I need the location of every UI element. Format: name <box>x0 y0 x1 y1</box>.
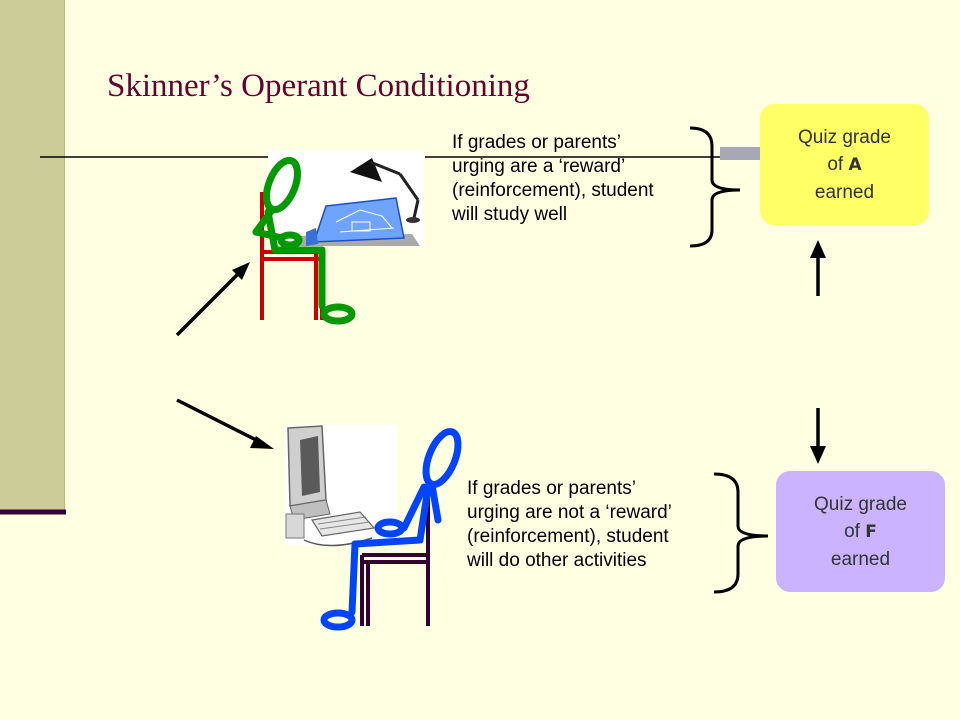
top-brace <box>689 126 741 248</box>
grade-f-prefix: Quiz grade <box>814 493 907 515</box>
grade-f-suffix: earned <box>830 548 891 570</box>
green-stick-figure <box>252 156 356 325</box>
distracted-student-figure <box>320 428 462 631</box>
bottom-brace <box>713 472 769 594</box>
grade-f-letter: F <box>865 521 877 542</box>
blue-stick-figure <box>320 428 462 631</box>
studying-student-figure <box>252 156 356 325</box>
arrow-to-grade-a <box>810 240 826 296</box>
grade-a-letter: A <box>848 154 862 175</box>
grade-f-outcome-box: Quiz grade of F earned <box>776 471 945 592</box>
branch-arrow-up <box>175 262 250 337</box>
arrow-to-grade-f <box>810 408 826 464</box>
slide-title: Skinner’s Operant Conditioning <box>107 68 530 104</box>
grade-a-prefix: Quiz grade <box>798 126 891 148</box>
grade-a-suffix: earned <box>814 181 875 203</box>
branch-arrow-down <box>176 398 274 449</box>
grade-f-of: of <box>844 520 860 542</box>
reinforcement-caption: If grades or parents’ urging are a ‘rewa… <box>452 132 654 225</box>
title-rule <box>40 147 762 160</box>
grade-a-of: of <box>827 153 844 175</box>
no-reinforcement-caption: If grades or parents’ urging are not a ‘… <box>467 478 672 571</box>
grade-a-outcome-box: Quiz grade of A earned <box>760 104 929 225</box>
sidebar-decoration <box>0 0 65 512</box>
